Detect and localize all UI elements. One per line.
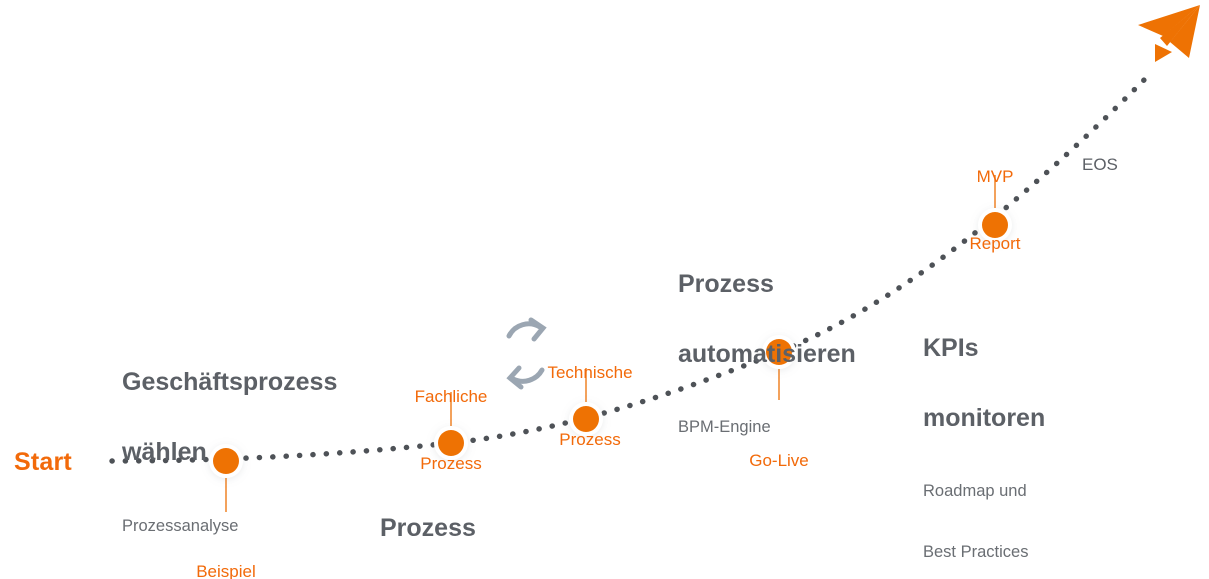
- node-label-3-line1: Technische: [547, 362, 633, 382]
- stage-3-title-line1: Prozess: [678, 270, 774, 299]
- stage-2-block: Prozess modellieren BPMN 2.0 und DMN 1.1: [380, 474, 557, 579]
- milestone-node-4[interactable]: [762, 335, 796, 369]
- stage-4-title-line1: KPIs: [923, 334, 979, 363]
- node-label-fachliche-prozess: Fachliche Prozess: [391, 341, 511, 521]
- stage-1-title-line1: Geschäftsprozess: [122, 368, 338, 397]
- node-label-4-line1: Go-Live: [749, 450, 809, 470]
- stage-3-title-line2: automatisieren: [678, 340, 856, 369]
- node-label-beispiel-prozess: Beispiel Prozess: [166, 516, 286, 579]
- paper-plane-icon: [1138, 5, 1200, 62]
- milestone-node-1[interactable]: [209, 444, 243, 478]
- stage-1-block: Geschäftsprozess wählen Prozessanalyse: [122, 328, 337, 577]
- node-label-1-line1: Beispiel: [196, 561, 256, 579]
- node-label-5-line1: MVP: [976, 166, 1014, 186]
- node-label-mvp-report: MVP Report: [935, 121, 1055, 301]
- start-label: Start: [14, 448, 72, 476]
- stage-4-block: KPIs monitoren Roadmap und Best Practice…: [923, 294, 1045, 579]
- end-label-eos: EOS: [1082, 155, 1118, 174]
- node-label-go-live: Go-Live: [719, 405, 839, 517]
- stage-1-subtitle: Prozessanalyse: [122, 516, 239, 535]
- node-label-5-line2: Report: [969, 234, 1021, 254]
- stage-3-block: Prozess automatisieren BPM-Engine: [678, 230, 856, 478]
- node-label-2-line1: Fachliche: [414, 386, 488, 406]
- stage-3-subtitle: BPM-Engine: [678, 417, 771, 436]
- milestone-node-2[interactable]: [434, 426, 468, 460]
- node-label-technische-prozess: Technische Prozess: [526, 317, 654, 497]
- milestone-node-3[interactable]: [569, 402, 603, 436]
- stage-2-title-line1: Prozess: [380, 514, 476, 543]
- milestone-node-5[interactable]: [978, 208, 1012, 242]
- stage-4-subtitle-line2: Best Practices: [923, 542, 1029, 561]
- stage-4-title-line2: monitoren: [923, 404, 1046, 433]
- refresh-cycle-icon: [506, 317, 547, 390]
- stage-4-subtitle-line1: Roadmap und: [923, 481, 1027, 500]
- stage-1-title-line2: wählen: [122, 438, 207, 467]
- node-label-2-line2: Prozess: [420, 454, 482, 474]
- node-label-3-line2: Prozess: [559, 430, 621, 450]
